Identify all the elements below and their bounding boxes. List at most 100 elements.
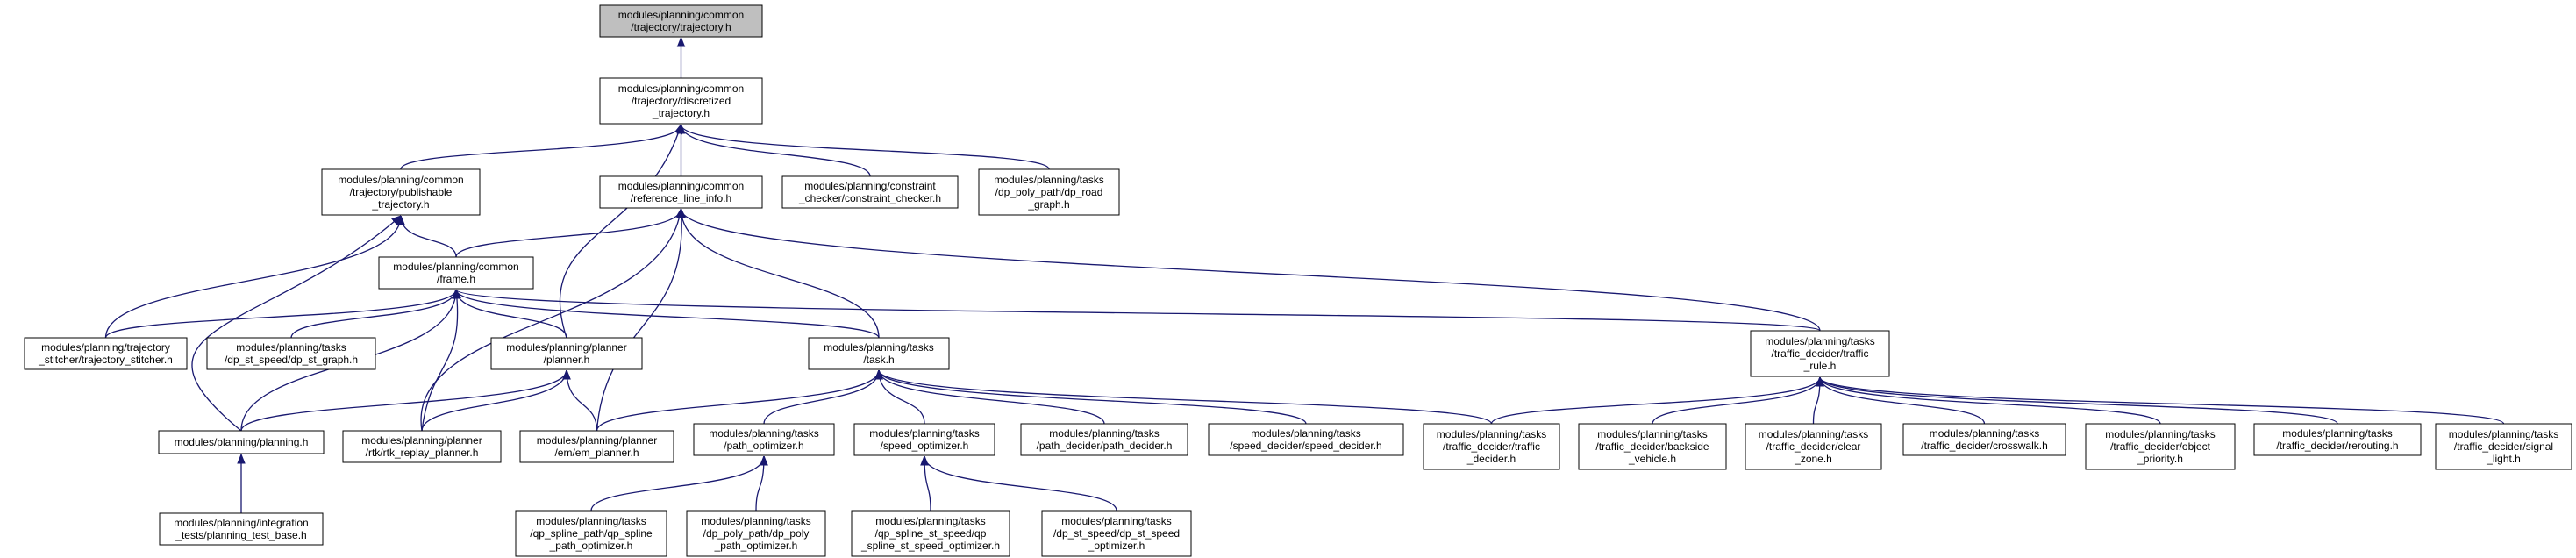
edge-n7-to-n6 (104, 289, 457, 339)
node-label-line: modules/planning/tasks (1759, 428, 1868, 440)
node-box (159, 512, 324, 546)
node-label-line: modules/planning/common (338, 174, 463, 186)
node-label-line: modules/planning/tasks (701, 515, 810, 527)
node-label-line: modules/planning/tasks (536, 515, 646, 527)
node-box (519, 430, 674, 463)
node-box (1578, 423, 1727, 470)
edge-n6-to-n2 (401, 215, 457, 258)
node-box (599, 77, 763, 125)
edge-n28-to-n15 (755, 456, 764, 512)
node-label-line: modules/planning/integration (174, 517, 308, 529)
node-label-line: modules/planning/tasks (875, 515, 985, 527)
edge-n7-to-n2 (104, 216, 402, 339)
node-label-line: _priority.h (2137, 453, 2183, 465)
graph-node[interactable]: modules/planning/tasks/dp_st_speed/dp_st… (1041, 510, 1192, 557)
node-label-line: /qp_spline_st_speed/qp (875, 527, 987, 540)
node-label-line: modules/planning/planner (361, 434, 482, 447)
node-box (1041, 510, 1192, 557)
node-label-line: /traffic_decider/traffic (1443, 440, 1540, 453)
graph-node[interactable]: modules/planning/tasks/traffic_decider/r… (2253, 423, 2422, 456)
graph-node[interactable]: modules/planning/constraint_checker/cons… (781, 175, 959, 209)
node-label-line: _graph.h (1027, 198, 1069, 211)
graph-node[interactable]: modules/planning/integration_tests/plann… (159, 512, 324, 546)
node-label-line: _tests/planning_test_base.h (175, 529, 306, 541)
node-label-line: _path_optimizer.h (714, 540, 798, 552)
node-label-line: /task.h (863, 354, 894, 366)
graph-node[interactable]: modules/planning/tasks/traffic_decider/t… (1423, 423, 1560, 470)
edge-n25-to-n11 (1820, 376, 2505, 425)
node-box (599, 4, 763, 38)
node-box (321, 168, 481, 216)
node-box (158, 430, 325, 454)
graph-node[interactable]: modules/planning/common/trajectory/publi… (321, 168, 481, 216)
edge-n2-to-n1 (400, 124, 681, 170)
edge-n11-to-n6 (456, 289, 1821, 332)
node-box (1902, 423, 2066, 456)
graph-node[interactable]: modules/planning/tasks/traffic_decider/o… (2085, 423, 2236, 470)
edge-n13-to-n6 (421, 290, 458, 432)
graph-node[interactable]: modules/planning/common/reference_line_i… (599, 175, 763, 209)
edge-n24-to-n11 (1820, 376, 2338, 425)
graph-node[interactable]: modules/planning/tasks/traffic_decider/c… (1902, 423, 2066, 456)
graph-node[interactable]: modules/planning/trajectory_stitcher/tra… (24, 337, 188, 370)
graph-node[interactable]: modules/planning/tasks/traffic_decider/t… (1750, 330, 1890, 377)
edge-n16-to-n10 (879, 370, 925, 425)
node-label-line: /traffic_decider/crosswalk.h (1921, 440, 2048, 452)
node-label-line: _path_optimizer.h (549, 540, 633, 552)
node-label-line: modules/planning/common (618, 180, 744, 192)
graph-node[interactable]: modules/planning/tasks/traffic_decider/b… (1578, 423, 1727, 470)
node-label-line: /dp_st_speed/dp_st_graph.h (225, 354, 358, 366)
graph-node[interactable]: modules/planning/tasks/qp_spline_st_spee… (851, 510, 1010, 557)
graph-node[interactable]: modules/planning/tasks/dp_poly_path/dp_r… (978, 168, 1120, 216)
graph-node[interactable]: modules/planning/common/trajectory/discr… (599, 77, 763, 125)
node-box (1745, 423, 1882, 470)
graph-node[interactable]: modules/planning/tasks/traffic_decider/c… (1745, 423, 1882, 470)
graph-node[interactable]: modules/planning/planning.h (158, 430, 325, 454)
node-box (851, 510, 1010, 557)
edge-n18-to-n10 (879, 369, 1307, 425)
node-label-line: /traffic_decider/rerouting.h (2276, 440, 2398, 452)
graph-node[interactable]: modules/planning/planner/rtk/rtk_replay_… (342, 430, 502, 463)
node-label-line: /traffic_decider/clear (1766, 440, 1861, 453)
edges-layer (104, 38, 2505, 513)
node-label-line: modules/planning/constraint (804, 180, 936, 192)
edge-n12-to-n2 (191, 216, 401, 432)
graph-node[interactable]: modules/planning/tasks/task.h (808, 337, 950, 370)
node-box (2435, 423, 2572, 470)
node-box (1020, 423, 1188, 456)
edge-n8-to-n6 (290, 289, 456, 339)
graph-node[interactable]: modules/planning/planner/planner.h (490, 337, 643, 370)
edge-n9-to-n6 (456, 289, 567, 339)
node-label-line: /traffic_decider/object (2110, 440, 2211, 453)
graph-node[interactable]: modules/planning/planner/em/em_planner.h (519, 430, 674, 463)
node-label-line: _decider.h (1466, 453, 1516, 465)
edge-n23-to-n11 (1820, 376, 2161, 425)
graph-node[interactable]: modules/planning/tasks/speed_optimizer.h (853, 423, 995, 456)
node-label-line: /trajectory/publishable (350, 186, 453, 198)
graph-node[interactable]: modules/planning/tasks/dp_st_speed/dp_st… (206, 337, 376, 370)
graph-node[interactable]: modules/planning/tasks/speed_decider/spe… (1208, 423, 1404, 456)
graph-node[interactable]: modules/planning/tasks/path_decider/path… (1020, 423, 1188, 456)
node-label-line: modules/planning/tasks (2449, 428, 2558, 440)
edge-n29-to-n16 (924, 456, 931, 512)
node-label-line: _vehicle.h (1628, 453, 1676, 465)
graph-node[interactable]: modules/planning/common/frame.h (378, 256, 534, 290)
node-label-line: _rule.h (1803, 360, 1837, 372)
graph-node[interactable]: modules/planning/tasks/traffic_decider/s… (2435, 423, 2572, 470)
node-label-line: _spline_st_speed_optimizer.h (860, 540, 1000, 552)
node-label-line: /reference_line_info.h (631, 192, 731, 204)
node-label-line: modules/planning/tasks (1049, 427, 1159, 440)
graph-node[interactable]: modules/planning/tasks/qp_spline_path/qp… (515, 510, 667, 557)
node-label-line: modules/planning/tasks (1930, 427, 2039, 440)
node-label-line: /traffic_decider/traffic (1772, 347, 1869, 360)
node-label-line: modules/planning/tasks (1765, 335, 1874, 347)
node-label-line: /speed_optimizer.h (881, 440, 969, 452)
graph-node[interactable]: modules/planning/tasks/dp_poly_path/dp_p… (686, 510, 826, 557)
node-label-line: modules/planning/planning.h (175, 436, 309, 448)
graph-node[interactable]: modules/planning/tasks/path_optimizer.h (693, 423, 835, 456)
node-label-line: modules/planning/tasks (869, 427, 979, 440)
edge-n19-to-n10 (879, 369, 1493, 425)
node-label-line: /qp_spline_path/qp_spline (530, 527, 653, 540)
node-box (808, 337, 950, 370)
node-label-line: /speed_decider/speed_decider.h (1230, 440, 1381, 452)
